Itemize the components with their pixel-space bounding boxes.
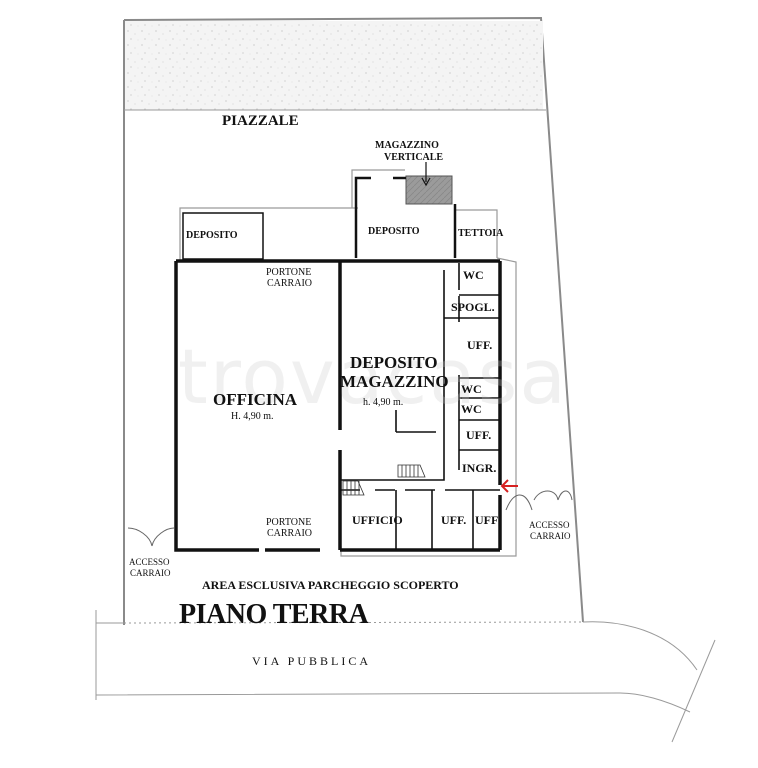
- main-walls: [174, 259, 502, 552]
- magazzino-verticale-label-1: MAGAZZINO: [375, 140, 439, 151]
- deposito-magazzino-label-1: DEPOSITO: [350, 353, 438, 372]
- deposito-left-label: DEPOSITO: [186, 230, 238, 241]
- uff-label-1: UFF.: [467, 338, 493, 352]
- speckled-area: [125, 21, 543, 110]
- entrance-arrow-icon: [500, 479, 518, 493]
- street-label: VIA PUBBLICA: [252, 654, 372, 668]
- lot-boundary: [123, 16, 584, 625]
- spogl-label: SPOGL.: [451, 300, 495, 314]
- watermark: trovacasa: [178, 332, 568, 421]
- accesso-right-label-2: CARRAIO: [530, 531, 571, 541]
- accesso-right-label-1: ACCESSO: [529, 520, 570, 530]
- wc-label-1: WC: [463, 268, 484, 282]
- deposito-magazzino-label-2: MAGAZZINO: [340, 372, 449, 391]
- uff-label-4: UFF: [475, 513, 499, 527]
- deposito-top-walls: [354, 176, 457, 258]
- ingr-label: INGR.: [462, 461, 497, 475]
- ufficio-label: UFFICIO: [352, 513, 403, 527]
- stairs: [342, 464, 426, 496]
- officina-label: OFFICINA: [213, 390, 298, 409]
- portone-top-label-1: PORTONE: [266, 267, 312, 278]
- officina-height: H. 4,90 m.: [231, 411, 274, 422]
- plan-title: PIANO TERRA: [179, 599, 369, 630]
- uff-label-2: UFF.: [466, 428, 492, 442]
- deposito-left-walls: [182, 212, 264, 260]
- yard-label: PIAZZALE: [222, 113, 299, 129]
- tettoia-label: TETTOIA: [458, 228, 504, 239]
- street-outline: [95, 610, 716, 743]
- interior-walls: [340, 263, 500, 550]
- annex-outlines: [179, 169, 517, 557]
- wc-label-2: WC: [461, 382, 482, 396]
- portone-top-label-2: CARRAIO: [267, 278, 313, 289]
- deposito-magazzino-height: h. 4,90 m.: [363, 397, 404, 408]
- accesso-left-label-1: ACCESSO: [129, 557, 170, 567]
- portone-bottom-label-1: PORTONE: [266, 517, 312, 528]
- deposito-top-label: DEPOSITO: [368, 226, 420, 237]
- access-gates: [127, 490, 573, 547]
- parking-label: AREA ESCLUSIVA PARCHEGGIO SCOPERTO: [202, 578, 459, 592]
- portone-bottom-label-2: CARRAIO: [267, 528, 313, 539]
- accesso-left-label-2: CARRAIO: [130, 568, 171, 578]
- wc-label-3: WC: [461, 402, 482, 416]
- uff-label-3: UFF.: [441, 513, 467, 527]
- magazzino-verticale-label-2: VERTICALE: [384, 152, 444, 163]
